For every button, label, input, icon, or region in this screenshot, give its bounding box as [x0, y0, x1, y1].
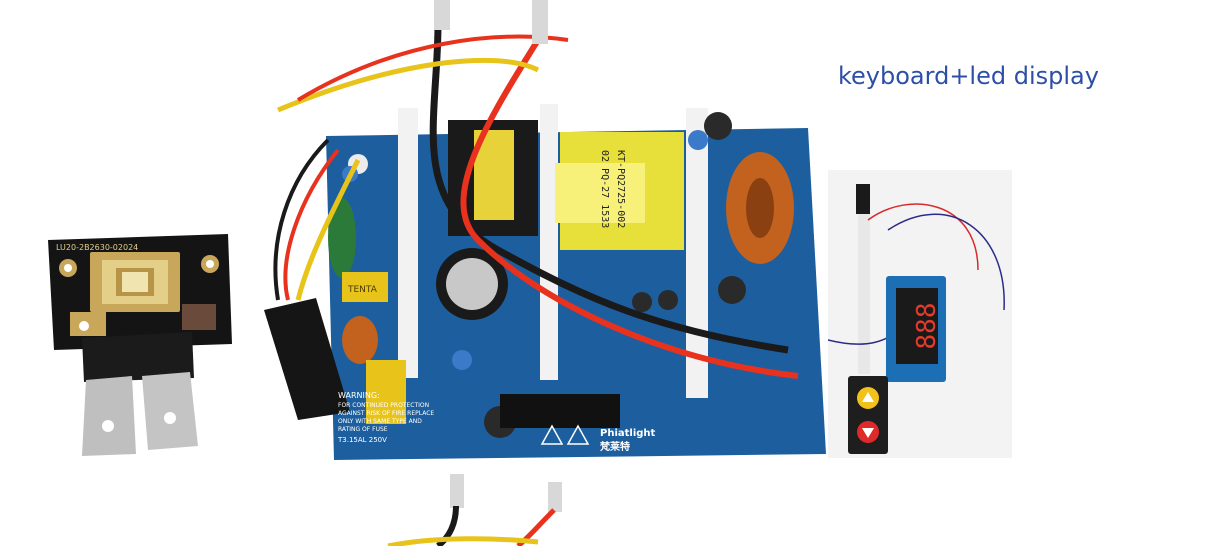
warning-line-2: AGAINST RISK OF FIRE REPLACE — [338, 410, 434, 417]
fuse-label: T3.15AL 250V — [337, 436, 387, 444]
transformer-label-2: 02 PQ-27 1533 — [599, 150, 610, 228]
warning-line-4: RATING OF FUSE — [338, 426, 388, 433]
warning-label: WARNING: — [338, 391, 380, 400]
transformer-label-1: KT-PQ2725-002 — [615, 150, 626, 228]
led-display-digits: 888 — [912, 303, 942, 350]
warning-line-3: ONLY WITH SAME TYPE AND — [338, 418, 422, 425]
led-chip-photo: LU20-2B2630-02024 — [42, 226, 240, 460]
warning-line-1: FOR CONTINUED PROTECTION — [338, 402, 429, 409]
capacitor-label: TENTA — [347, 285, 378, 295]
caption-keyboard-led-display: keyboard+led display — [838, 62, 1099, 90]
power-supply-board-photo-partial — [238, 466, 830, 546]
brand-label: Phiatlight — [600, 428, 656, 439]
keyboard-led-display-photo: 888 — [828, 170, 1012, 458]
brand-chinese-label: 梵莱特 — [600, 440, 630, 453]
power-supply-board-photo: KT-PQ2725-002 02 PQ-27 1533 TENTA — [238, 0, 830, 462]
led-chip-label: LU20-2B2630-02024 — [56, 243, 138, 252]
